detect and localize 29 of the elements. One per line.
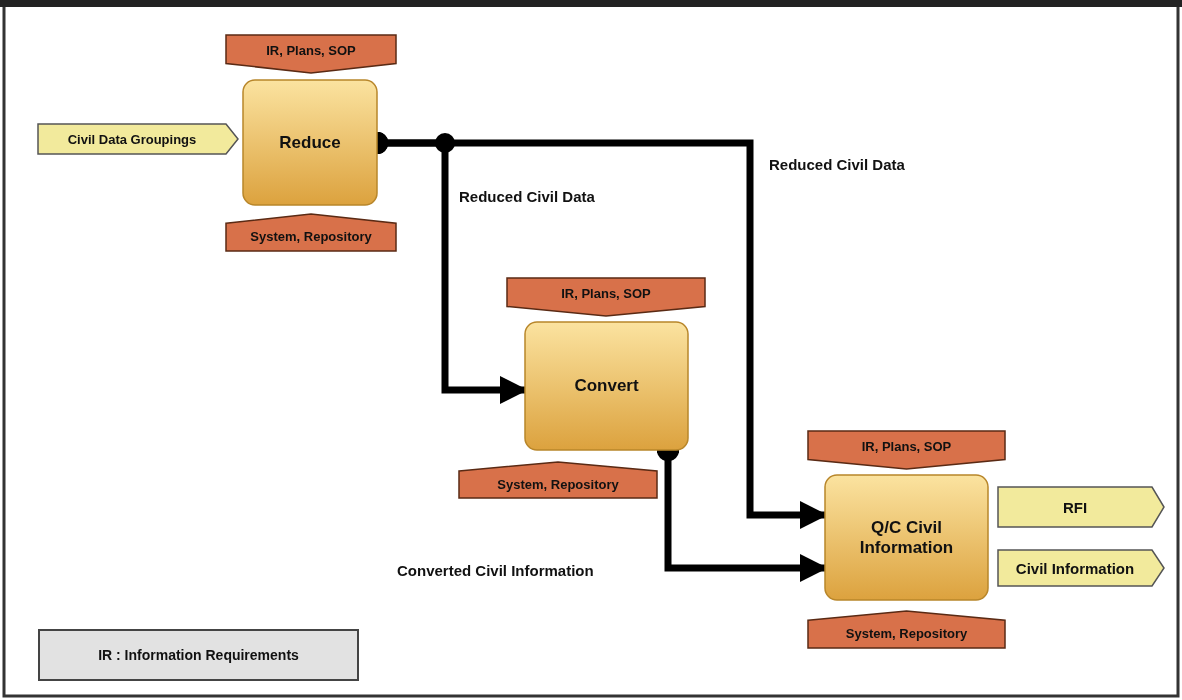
process-box xyxy=(243,80,377,205)
pointed-tag xyxy=(998,487,1164,527)
node-label: IR, Plans, SOP xyxy=(861,438,952,454)
node-label: Civil Data Groupings xyxy=(67,131,197,147)
pointed-tag xyxy=(998,550,1164,586)
process-box xyxy=(525,322,688,450)
node-label: System, Repository xyxy=(497,476,619,492)
node-label: RFI xyxy=(1062,498,1088,516)
process-box xyxy=(825,475,988,600)
control-tab xyxy=(507,278,705,316)
legend-box xyxy=(39,630,358,680)
node-label: Civil Information xyxy=(1015,559,1135,577)
edge-label: Converted Civil Information xyxy=(395,562,596,579)
control-tab xyxy=(226,35,396,73)
mechanism-tab xyxy=(808,611,1005,648)
edge-label: Reduced Civil Data xyxy=(767,156,907,173)
node-label: Reduce xyxy=(279,132,341,153)
node-label: System, Repository xyxy=(250,229,372,244)
mechanism-tab xyxy=(226,214,396,251)
node-label: System, Repository xyxy=(845,626,968,641)
node-label: Convert xyxy=(574,376,639,396)
mechanism-tab xyxy=(459,462,657,498)
edge-label: Reduced Civil Data xyxy=(457,188,597,205)
node-label: IR, Plans, SOP xyxy=(266,42,356,58)
pointed-tag xyxy=(38,124,238,154)
control-tab xyxy=(808,431,1005,469)
node-label: IR, Plans, SOP xyxy=(561,285,651,301)
node-label: IR : Information Requirements xyxy=(98,647,299,663)
node-label: Q/C Civil Information xyxy=(858,517,955,558)
